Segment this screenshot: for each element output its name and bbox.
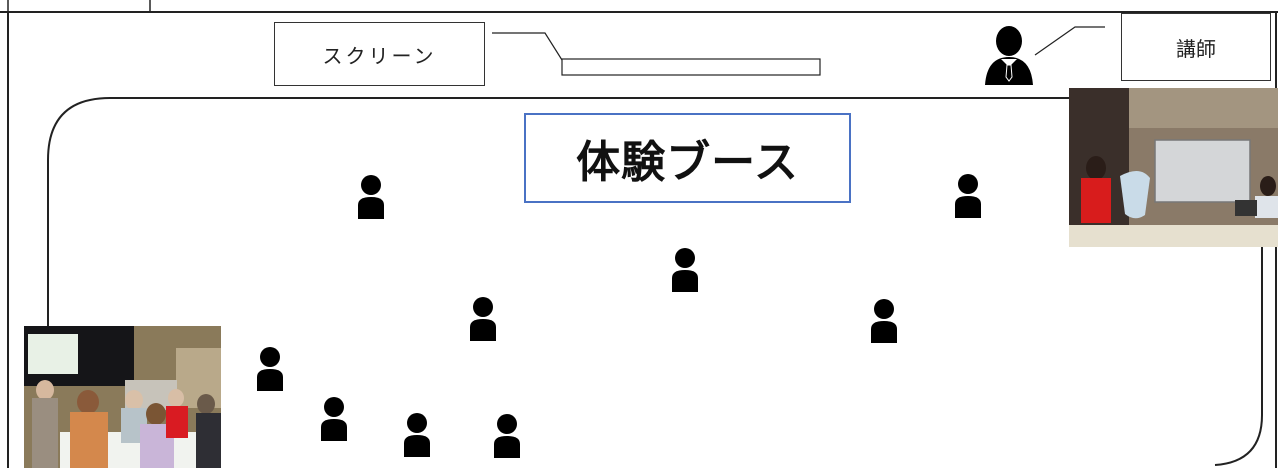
lecturer-icon [985, 26, 1033, 85]
person-icon [321, 397, 347, 441]
booth-title: 体験ブース [524, 113, 851, 203]
person-icon [404, 413, 430, 457]
person-icon [494, 414, 520, 458]
participant-group [257, 174, 981, 458]
screen-leader-line [492, 32, 563, 61]
person-icon [871, 299, 897, 343]
booth-area-outline-right [1214, 247, 1263, 466]
person-icon [257, 347, 283, 391]
person-icon [955, 174, 981, 218]
person-icon [470, 297, 496, 341]
person-icon [672, 248, 698, 292]
photo-booth-participants [24, 326, 221, 468]
photo-lecturer-demo [1069, 88, 1278, 247]
screen-bar [561, 58, 821, 76]
lecturer-leader-line [1034, 26, 1105, 56]
screen-label: スクリーン [274, 22, 485, 86]
booth-area-outline-top [47, 97, 1070, 326]
person-icon [358, 175, 384, 219]
lecturer-label: 講師 [1121, 13, 1271, 81]
